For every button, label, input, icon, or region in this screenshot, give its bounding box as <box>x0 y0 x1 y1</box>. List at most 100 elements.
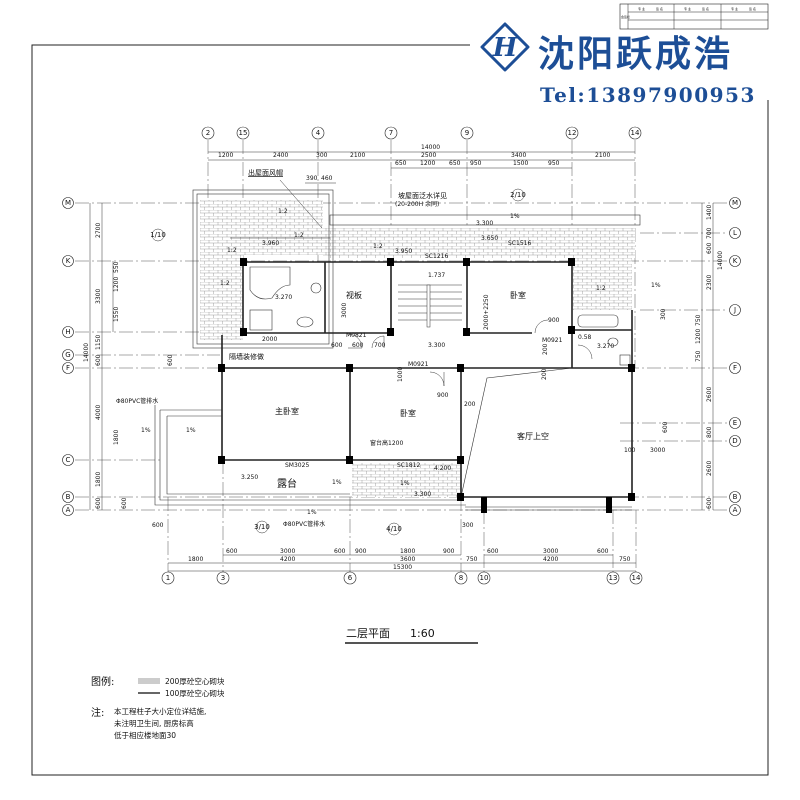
room-labels: 卧室 视板 主卧室 卧室 客厅上空 露台 <box>275 290 549 490</box>
drawing-label: 3/10 <box>254 523 270 531</box>
drawing-label: 14000 <box>717 251 724 270</box>
signoff-col: 签 名 <box>702 6 709 11</box>
drawing-label: 600 <box>152 522 164 529</box>
drawing-label: 3400 <box>511 152 526 159</box>
drawing-label: 7 <box>389 129 393 137</box>
drawing-label: 2000+2250 <box>483 294 490 330</box>
toilet-icon <box>310 282 322 294</box>
axis-labels-top: 2 15 4 7 9 12 14 <box>201 126 642 140</box>
drawing-label: 3000 <box>341 303 348 318</box>
drawing-label: 14000 <box>83 343 90 362</box>
axis-bubble: 10 <box>477 571 491 585</box>
drawing-label: 950 <box>548 160 560 167</box>
tiled-areas <box>200 200 635 497</box>
walls <box>154 189 641 511</box>
drawing-label: 1% <box>141 427 151 434</box>
drawing-label: 1:2 <box>220 280 230 287</box>
axis-bubble: D <box>729 435 741 447</box>
drawing-label: 390 <box>306 175 318 182</box>
drawing-label: SC1216 <box>425 253 448 260</box>
drawing-label: 2600 <box>706 461 713 476</box>
drawing-label: 300 <box>660 308 667 320</box>
axis-bubble: 8 <box>454 571 468 585</box>
axis-bubble: G <box>62 349 74 361</box>
drawing-label: 1% <box>332 479 342 486</box>
plan-scale: 1:60 <box>410 627 435 640</box>
axis-bubble: 1 <box>161 571 175 585</box>
axis-bubble: K <box>729 255 741 267</box>
staircase <box>398 284 462 328</box>
drawing-label: (20-200H 余同) <box>395 200 439 208</box>
axis-bubble: A <box>62 504 74 516</box>
axis-labels-left: M K H G F C B A <box>62 197 74 516</box>
general-notes: 注: 本工程柱子大小定位详结施, 未注明卫生间, 厨房标高 低于相应楼地面30 <box>91 706 206 740</box>
drawing-label: 3.270 <box>597 343 614 350</box>
drawing-label: M0921 <box>408 361 429 368</box>
legend-item: 200厚砼空心砌块 <box>165 676 225 686</box>
note-line: 本工程柱子大小定位详结施, <box>114 706 206 716</box>
drawing-label: 1400 <box>706 205 713 220</box>
signoff-col: 签 名 <box>749 6 756 11</box>
drawing-label: 3000 <box>543 548 558 555</box>
drawing-label: 2700 <box>95 223 102 238</box>
drawing-label: 15300 <box>393 564 412 571</box>
drawing-label: 3.250 <box>241 474 258 481</box>
brand-name: 沈阳跃成浩 <box>538 33 733 75</box>
diamond-logo-icon <box>480 22 530 72</box>
drawing-label: 14 <box>631 129 640 137</box>
drawing-label: 950 <box>470 160 482 167</box>
dimensions-bottom: 600 3000 600 900 1800 900 600 3000 600 1… <box>152 522 636 572</box>
drawing-label: 600 <box>662 421 669 433</box>
drawing-label: 900 <box>443 548 455 555</box>
drawing-label: 600 <box>226 548 238 555</box>
drawing-label: 3.270 <box>275 294 292 301</box>
section-ref-bubble: 3/10 <box>254 520 270 534</box>
drawing-label: Φ80PVC管排水 <box>116 397 158 405</box>
plan-title-text: 二层平面 <box>346 627 390 640</box>
drawing-label: SC1812 <box>397 462 420 469</box>
section-ref-bubble: 1/10 <box>150 228 166 242</box>
drawing-label: 坡屋面泛水详见 <box>398 191 447 200</box>
axis-bubble: 15 <box>236 126 250 140</box>
elevation-marks: 3.960 3.270 3.950 3.300 3.650 1.737 3.30… <box>241 220 614 498</box>
drawing-label: 1% <box>307 509 317 516</box>
drawing-label: 3.300 <box>428 342 445 349</box>
drawing-label: J <box>733 306 736 314</box>
drawing-label: K <box>733 257 738 265</box>
axis-bubble: F <box>62 362 74 374</box>
axis-bubble: J <box>729 304 741 316</box>
drawing-label: 2100 <box>350 152 365 159</box>
axis-bubble: C <box>62 454 74 466</box>
axis-bubble: B <box>62 491 74 503</box>
dimensions-top: 14000 1200 2400 300 2100 2500 3400 2100 … <box>208 144 635 184</box>
drawing-label: 2300 <box>706 275 713 290</box>
drawing-label: A <box>733 506 738 514</box>
drawing-label: 460 <box>321 175 333 182</box>
axis-labels-right: M L K J F E D B A <box>729 197 741 516</box>
section-ref-bubble: 4/10 <box>386 522 402 536</box>
axis-bubble: 3 <box>216 571 230 585</box>
drawing-label: 900 <box>548 317 560 324</box>
drawing-label: 1 <box>166 574 170 582</box>
drawing-label: 3.300 <box>414 491 431 498</box>
drawing-label: D <box>732 437 737 445</box>
room-living-void: 客厅上空 <box>517 431 549 441</box>
drawing-label: 1800 <box>95 472 102 487</box>
drawing-label: 200 <box>541 368 548 380</box>
brand-tel: Tel:13897900953 <box>540 83 756 107</box>
legend: 图例: 200厚砼空心砌块 100厚砼空心砌块 <box>91 675 225 698</box>
drawing-label: 1% <box>651 282 661 289</box>
drawing-label: H <box>65 328 70 336</box>
opening-codes: SC1516 SC1216 M0821 M0921 M0921 SM3025 S… <box>285 240 563 469</box>
drawing-label: 2600 <box>706 387 713 402</box>
drawing-label: 2100 <box>595 152 610 159</box>
drawing-label: SC1516 <box>508 240 531 247</box>
drawing-label: 0.58 <box>578 334 592 341</box>
room-dressing: 视板 <box>346 290 362 300</box>
axis-bubble: 12 <box>565 126 579 140</box>
drawing-label: 1:2 <box>278 208 288 215</box>
drawing-label: 1:2 <box>227 247 237 254</box>
signoff-col: 专 业 <box>638 6 645 11</box>
plan-annotations: 出屋面风帽 坡屋面泛水详见 (20-200H 余同) 隔墙装修做 窗台高1200… <box>116 168 447 528</box>
